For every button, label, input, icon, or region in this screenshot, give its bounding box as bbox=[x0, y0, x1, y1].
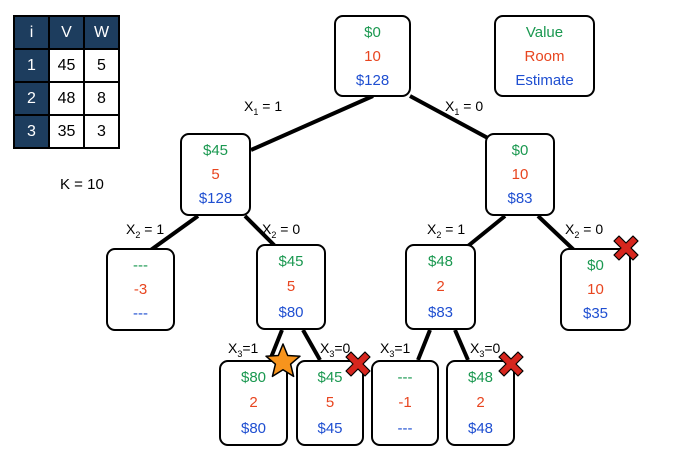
edge-label-rl-rll: X3=1 bbox=[380, 340, 411, 359]
edge-label-lr-lrr: X3=0 bbox=[320, 340, 351, 359]
node-value: $0 bbox=[587, 256, 604, 274]
table-header-row: i V W bbox=[13, 15, 120, 50]
node-estimate: $128 bbox=[355, 71, 390, 89]
node-estimate: $45 bbox=[317, 419, 343, 437]
node-estimate: $48 bbox=[467, 419, 494, 437]
row-value: 48 bbox=[48, 81, 85, 116]
edge-label-l-ll: X2 = 1 bbox=[126, 221, 165, 240]
edge-l-lr bbox=[243, 214, 277, 248]
legend-room: Room bbox=[524, 47, 565, 65]
edge-label-l-lr: X2 = 0 bbox=[262, 221, 301, 240]
edge-label-r-rl: X2 = 1 bbox=[427, 221, 466, 240]
node-r: $0 10 $83 bbox=[485, 133, 555, 216]
node-value: $45 bbox=[317, 369, 343, 387]
node-room: -1 bbox=[398, 394, 412, 412]
node-estimate: --- bbox=[133, 305, 148, 323]
node-lr: $45 5 $80 bbox=[256, 244, 326, 330]
edge-label-root-l: X1 = 1 bbox=[244, 98, 283, 117]
node-room: 2 bbox=[476, 394, 485, 412]
edge-l-ll bbox=[146, 214, 200, 254]
legend-estimate: Estimate bbox=[515, 71, 574, 89]
cross-icon bbox=[345, 351, 371, 377]
row-value: 45 bbox=[48, 48, 85, 83]
header-v: V bbox=[48, 15, 85, 50]
cross-icon bbox=[613, 235, 639, 261]
row-value: 35 bbox=[48, 114, 85, 149]
node-estimate: $128 bbox=[198, 190, 233, 208]
node-value: --- bbox=[133, 256, 148, 274]
edge-label-r-rr: X2 = 0 bbox=[565, 221, 604, 240]
table-row: 2 48 8 bbox=[13, 81, 120, 116]
row-index: 2 bbox=[13, 81, 50, 116]
node-room: 5 bbox=[325, 394, 335, 412]
star-icon bbox=[265, 343, 301, 378]
node-rr: $0 10 $35 bbox=[560, 248, 631, 331]
edge-root-l bbox=[250, 94, 374, 152]
cross-icon bbox=[498, 351, 524, 377]
edge-r-rl bbox=[466, 214, 507, 248]
edge-label-rl-rlr: X3=0 bbox=[470, 340, 501, 359]
node-room: 10 bbox=[364, 47, 381, 65]
node-value: $45 bbox=[202, 141, 229, 159]
node-room: 5 bbox=[211, 165, 220, 183]
node-value: $0 bbox=[364, 23, 381, 41]
node-estimate: $80 bbox=[278, 303, 304, 321]
items-table: i V W 1 45 5 2 48 8 3 35 3 bbox=[13, 15, 120, 149]
node-estimate: $83 bbox=[427, 303, 454, 321]
node-room: 10 bbox=[587, 280, 604, 298]
node-room: -3 bbox=[133, 280, 148, 298]
node-root: $0 10 $128 bbox=[334, 15, 411, 97]
row-weight: 8 bbox=[83, 81, 120, 116]
node-room: 10 bbox=[511, 165, 529, 183]
edge-label-lr-lrl: X3=1 bbox=[228, 340, 259, 359]
table-row: 3 35 3 bbox=[13, 114, 120, 149]
node-value: $45 bbox=[278, 253, 304, 271]
header-i: i bbox=[13, 15, 50, 50]
node-room: 2 bbox=[249, 394, 258, 412]
node-value: $48 bbox=[467, 369, 494, 387]
edge-r-rr bbox=[536, 214, 578, 254]
row-weight: 5 bbox=[83, 48, 120, 83]
row-index: 1 bbox=[13, 48, 50, 83]
row-weight: 3 bbox=[83, 114, 120, 149]
node-value: $80 bbox=[240, 369, 267, 387]
node-estimate: $35 bbox=[582, 305, 609, 323]
row-index: 3 bbox=[13, 114, 50, 149]
node-value: $48 bbox=[427, 253, 454, 271]
edge-rl-rlr bbox=[453, 329, 470, 361]
legend-value: Value bbox=[525, 23, 564, 41]
node-l: $45 5 $128 bbox=[180, 133, 251, 216]
node-value: $0 bbox=[511, 141, 529, 159]
capacity-label: K = 10 bbox=[60, 176, 104, 193]
node-rll: --- -1 --- bbox=[371, 360, 439, 446]
node-estimate: --- bbox=[397, 419, 413, 437]
edge-label-root-r: X1 = 0 bbox=[445, 98, 484, 117]
node-room: 2 bbox=[436, 278, 445, 296]
table-row: 1 45 5 bbox=[13, 48, 120, 83]
edge-rl-rll bbox=[416, 329, 432, 361]
node-room: 5 bbox=[286, 278, 296, 296]
node-estimate: $83 bbox=[507, 190, 533, 208]
node-ll: --- -3 --- bbox=[106, 248, 175, 331]
node-value: --- bbox=[397, 369, 413, 387]
header-w: W bbox=[83, 15, 120, 50]
node-rl: $48 2 $83 bbox=[405, 244, 476, 330]
legend: Value Room Estimate bbox=[494, 15, 595, 97]
edge-lr-lrr bbox=[301, 329, 322, 361]
node-estimate: $80 bbox=[240, 419, 267, 437]
edge-lr-lrl bbox=[268, 329, 284, 361]
